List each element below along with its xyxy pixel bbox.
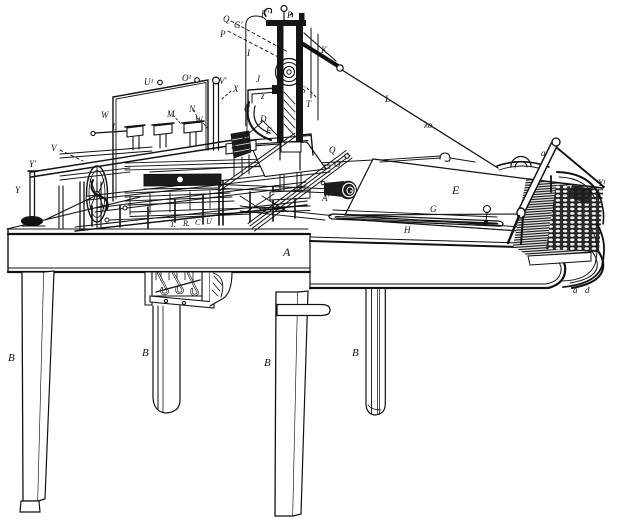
svg-text:P: P xyxy=(286,10,293,20)
svg-text:C: C xyxy=(244,104,251,114)
svg-text:F: F xyxy=(265,126,272,136)
svg-text:K: K xyxy=(320,45,328,55)
svg-text:d: d xyxy=(585,285,590,295)
svg-text:Y: Y xyxy=(15,185,21,195)
svg-text:X: X xyxy=(232,84,239,94)
svg-text:L: L xyxy=(111,122,117,132)
svg-text:W: W xyxy=(101,110,110,120)
svg-text:B: B xyxy=(352,347,359,359)
svg-text:A: A xyxy=(282,245,291,259)
svg-text:z: z xyxy=(260,91,265,101)
svg-text:Y': Y' xyxy=(29,159,37,169)
svg-text:λo: λo xyxy=(423,120,433,130)
svg-text:O: O xyxy=(334,159,341,169)
svg-text:T.: T. xyxy=(170,220,176,229)
svg-text:B: B xyxy=(8,352,15,364)
svg-text:G: G xyxy=(430,204,437,214)
svg-text:Y¹: Y¹ xyxy=(598,178,606,188)
svg-text:Q: Q xyxy=(329,145,336,155)
svg-text:O¹: O¹ xyxy=(182,73,191,83)
svg-text:P: P xyxy=(219,29,226,39)
svg-text:M: M xyxy=(166,109,175,119)
svg-text:E: E xyxy=(451,183,460,197)
svg-text:a: a xyxy=(573,285,578,295)
svg-text:G': G' xyxy=(234,20,243,30)
svg-text:I: I xyxy=(246,48,251,58)
svg-text:K': K' xyxy=(260,9,270,19)
svg-text:L: L xyxy=(384,94,390,104)
svg-text:R.: R. xyxy=(182,219,190,228)
svg-text:V: V xyxy=(51,143,58,153)
svg-text:V': V' xyxy=(219,76,227,86)
svg-text:U¹: U¹ xyxy=(144,77,153,87)
svg-text:W: W xyxy=(195,115,204,125)
svg-text:C: C xyxy=(195,218,201,227)
svg-text:U: U xyxy=(206,217,213,226)
svg-text:Q: Q xyxy=(223,14,230,24)
svg-text:H: H xyxy=(403,225,411,235)
svg-text:B: B xyxy=(264,357,271,369)
svg-text:a¹: a¹ xyxy=(541,148,549,158)
svg-text:S: S xyxy=(301,85,306,95)
svg-text:B: B xyxy=(142,347,149,359)
svg-text:A': A' xyxy=(321,193,330,203)
svg-text:J: J xyxy=(256,74,261,84)
svg-text:N: N xyxy=(188,104,196,114)
svg-text:T: T xyxy=(306,99,312,109)
svg-text:D: D xyxy=(259,114,267,124)
